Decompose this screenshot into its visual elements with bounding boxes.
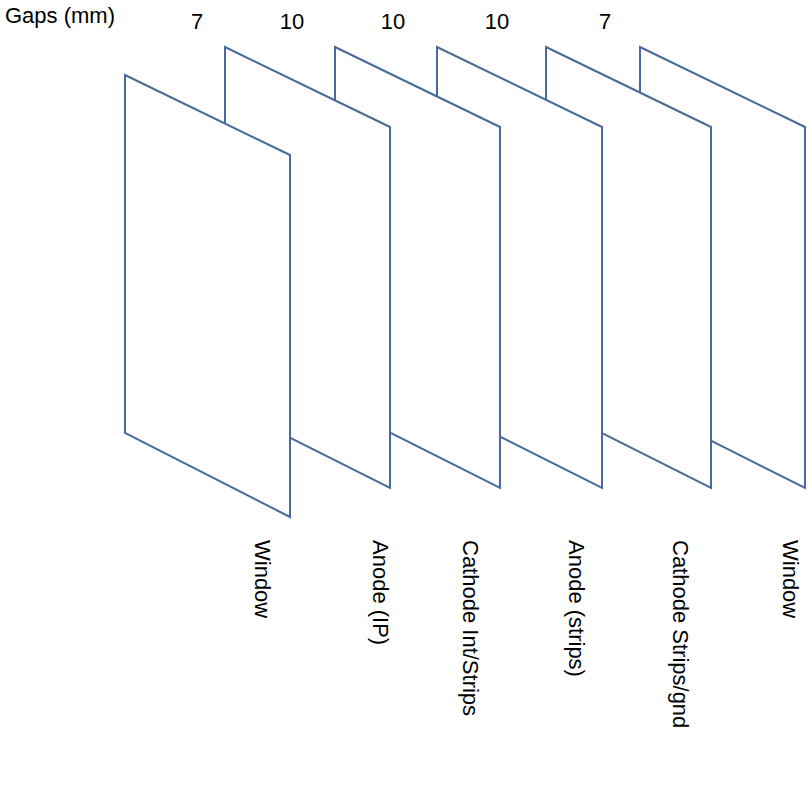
plane-label: Cathode Strips/gnd: [668, 540, 692, 728]
gap-value: 7: [599, 10, 611, 34]
plane-label: Window: [250, 540, 274, 618]
plane-label: Cathode Int/Strips: [458, 540, 482, 716]
window-plane: [125, 75, 290, 517]
gap-value: 10: [381, 10, 405, 34]
plane-label: Anode (IP): [368, 540, 392, 645]
plane-label: Anode (strips): [564, 540, 588, 677]
gap-value: 7: [191, 10, 203, 34]
plane-label: Window: [778, 540, 802, 618]
axis-title: Gaps (mm): [5, 4, 115, 28]
gap-value: 10: [280, 10, 304, 34]
gap-value: 10: [485, 10, 509, 34]
